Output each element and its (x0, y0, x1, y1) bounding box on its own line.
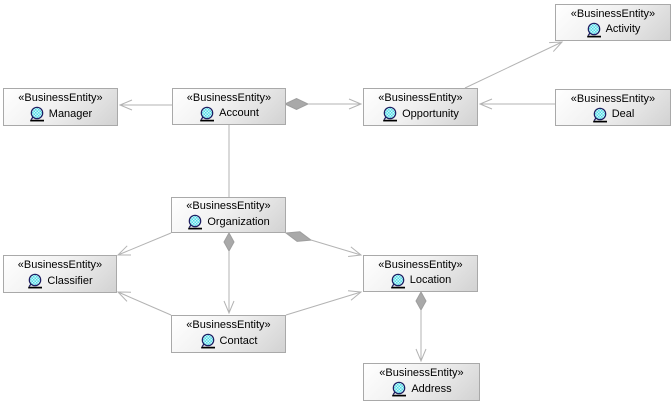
entity-name: Organization (207, 215, 270, 228)
business-entity-icon (390, 272, 406, 288)
edge-account-manager[interactable] (118, 99, 172, 111)
open-arrowhead (118, 99, 133, 111)
entity-account[interactable]: «BusinessEntity» Account (172, 88, 286, 125)
entity-name: Deal (611, 108, 635, 120)
business-entity-icon (187, 214, 204, 230)
entity-stereotype: «BusinessEntity» (186, 200, 271, 212)
entity-name: Contact (219, 334, 258, 347)
entity-stereotype: «BusinessEntity» (379, 367, 464, 379)
entity-location[interactable]: «BusinessEntity» Location (363, 255, 478, 292)
entity-address[interactable]: «BusinessEntity» Address (363, 363, 480, 401)
aggregation-diamond (415, 290, 427, 312)
open-arrowhead (223, 300, 235, 315)
edge-location-address[interactable] (415, 290, 427, 363)
open-arrowhead (347, 290, 363, 301)
entity-manager[interactable]: «BusinessEntity» Manager (3, 88, 118, 126)
entity-stereotype: «BusinessEntity» (570, 92, 656, 105)
entity-classifier[interactable]: «BusinessEntity» Classifier (3, 255, 117, 293)
open-arrowhead (116, 291, 132, 302)
entity-stereotype: «BusinessEntity» (378, 92, 463, 104)
entity-organization[interactable]: «BusinessEntity» Organization (171, 197, 286, 233)
edge-contact-classifier[interactable] (116, 291, 172, 316)
entity-opportunity[interactable]: «BusinessEntity» Opportunity (363, 88, 478, 126)
business-entity-icon (391, 381, 408, 397)
edge-organization-classifier[interactable] (116, 232, 172, 256)
edge-opportunity-activity[interactable] (464, 41, 564, 89)
edge-contact-location[interactable] (285, 290, 363, 316)
entity-name: Classifier (47, 274, 93, 287)
entity-name: Address (411, 382, 452, 395)
business-entity-icon (199, 105, 215, 121)
entity-stereotype: «BusinessEntity» (378, 258, 463, 271)
aggregation-diamond (223, 231, 235, 253)
entity-name: Activity (605, 23, 641, 35)
business-entity-icon (29, 106, 45, 122)
entity-name: Account (219, 107, 259, 119)
entity-name: Location (409, 274, 452, 286)
business-entity-icon (592, 106, 608, 122)
business-entity-icon (199, 333, 216, 349)
edge-organization-location[interactable] (284, 231, 363, 257)
entity-name: Opportunity (402, 107, 459, 120)
open-arrowhead (348, 98, 363, 110)
entity-stereotype: «BusinessEntity» (18, 92, 103, 104)
entity-stereotype: «BusinessEntity» (186, 319, 271, 331)
business-entity-icon (382, 106, 398, 122)
open-arrowhead (348, 246, 363, 257)
entity-deal[interactable]: «BusinessEntity» Deal (555, 89, 671, 126)
aggregation-diamond (284, 231, 313, 242)
entity-stereotype: «BusinessEntity» (570, 7, 656, 20)
entity-stereotype: «BusinessEntity» (17, 259, 103, 271)
edge-organization-contact[interactable] (223, 231, 235, 315)
aggregation-diamond (283, 97, 310, 111)
edge-account-opportunity[interactable] (283, 97, 363, 111)
business-entity-icon (27, 273, 44, 289)
open-arrowhead (478, 98, 493, 110)
open-arrowhead (549, 41, 564, 52)
entity-name: Manager (48, 107, 93, 120)
entity-contact[interactable]: «BusinessEntity» Contact (171, 315, 286, 353)
business-entity-icon (585, 21, 602, 37)
open-arrowhead (415, 348, 427, 363)
entity-activity[interactable]: «BusinessEntity» Activity (555, 4, 671, 41)
open-arrowhead (116, 245, 131, 256)
edge-deal-opportunity[interactable] (478, 98, 555, 110)
entity-stereotype: «BusinessEntity» (186, 91, 272, 104)
